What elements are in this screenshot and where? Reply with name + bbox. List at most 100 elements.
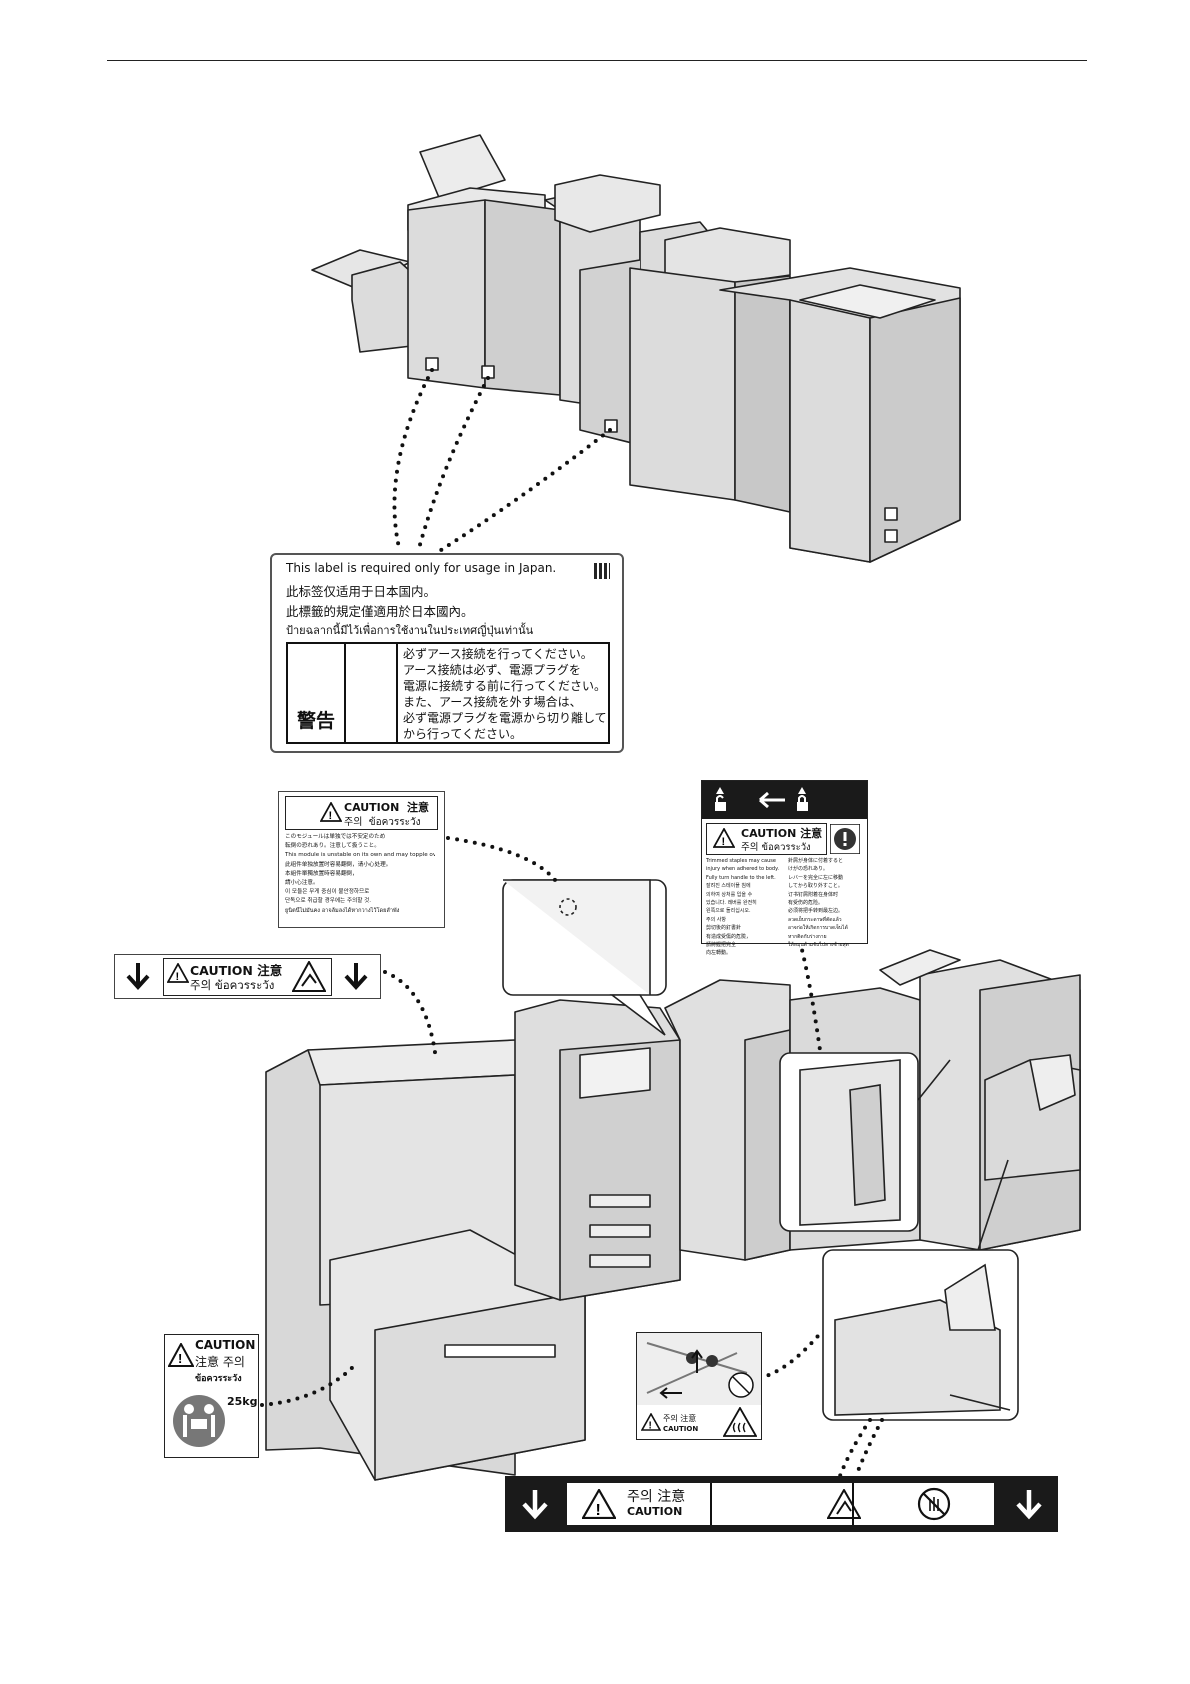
text-line: หากติดกับร่างกาย xyxy=(788,933,827,940)
topple-caution-label: ! CAUTION 注意 주의 ข้อควรระวัง このモジュールは単独では… xyxy=(278,791,445,928)
text-line: 請小心注意。 xyxy=(285,880,319,887)
instruction-line: アース接続は必ず、電源プラグを xyxy=(403,663,581,677)
callout-folder xyxy=(822,1249,1019,1421)
arrow-down-icon xyxy=(126,963,150,990)
caution-panel: ! 주의 注意 CAUTION xyxy=(567,1483,994,1525)
text-line: 订书钉屑附着在身体时 xyxy=(788,891,839,898)
warning-triangle-icon: ! xyxy=(713,828,735,848)
unlock-arrow-lock-icon xyxy=(715,787,808,811)
hot-surface-caution-label: ! 주의 注意 CAUTION xyxy=(636,1332,762,1440)
warning-triangle-icon: ! xyxy=(168,1343,194,1367)
label-text-chinese-traditional: 此標籤的規定僅適用於日本國內。 xyxy=(286,604,474,619)
caution-word: CAUTION xyxy=(344,801,400,814)
caution-word: CAUTION xyxy=(741,827,797,840)
divider xyxy=(852,1483,854,1525)
warning-triangle-icon: ! xyxy=(582,1489,616,1519)
lock-arrow-bar xyxy=(702,781,867,819)
label-text-thai: ป้ายฉลากนี้มีไว้เพื่อการใช้งานในประเทศญี… xyxy=(286,624,534,637)
arrow-down-icon xyxy=(522,1490,548,1520)
arrow-down-icon xyxy=(344,963,368,990)
dotted-leaders xyxy=(260,368,884,1478)
label-text-english: This label is required only for usage in… xyxy=(286,561,557,575)
exclamation-circle-icon xyxy=(830,824,860,854)
korean-caution: 주의 xyxy=(741,842,759,853)
ground-icon-cell xyxy=(346,644,398,742)
pinch-hazard-icon xyxy=(292,961,326,992)
svg-text:!: ! xyxy=(596,1502,601,1519)
text-line: けがの恐れあり。 xyxy=(788,866,828,873)
text-line: してから取り外すこと。 xyxy=(788,883,843,890)
text-line: 請將握把完全 xyxy=(706,942,737,949)
staple-text-column-2: 針屑が身体に付着すると けがの恐れあり。 レバーを完全に左に移動 してから取り外… xyxy=(788,857,864,949)
text-line: ให้หมุนด้ามจับไปทางซ้ายสุด xyxy=(788,942,849,949)
hot-surface-icon xyxy=(723,1407,757,1437)
instruction-line: 必ず電源プラグを電源から切り離して xyxy=(403,711,607,725)
caution-word: CAUTION xyxy=(195,1338,256,1352)
warning-triangle-icon: ! xyxy=(167,963,189,983)
top-printer-system xyxy=(311,134,961,563)
warning-box: 警告 必ずアース接続を行ってください。 アース接続は必ず、電源プラグを 電源に接… xyxy=(286,642,610,744)
thai-caution: ข้อควรระวัง xyxy=(368,817,421,828)
text-line: อาจก่อให้เกิดการบาดเจ็บได้ xyxy=(788,925,848,932)
caution-panel: ! CAUTION 注意 주의 ข้อควรระวัง xyxy=(163,958,332,996)
text-line: 단독으로 취급할 경우에는 주의할 것. xyxy=(285,898,372,905)
korean-kanji-caution: 주의 注意 xyxy=(663,1414,697,1423)
text-line: injury when adhered to body. xyxy=(706,866,779,873)
text-line: 있습니다. 레버를 완전히 xyxy=(706,900,757,907)
text-line: 剪切後的釘書針 xyxy=(706,925,742,932)
text-line: ลวดเย็บกระดาษที่ตัดแล้ว xyxy=(788,916,842,923)
caution-header: ! CAUTION 注意 주의 ข้อควรระวัง xyxy=(285,796,438,830)
svg-text:!: ! xyxy=(649,1421,652,1432)
qr-code-icon xyxy=(594,563,610,579)
staple-text-column-1: Trimmed staples may cause injury when ad… xyxy=(706,857,786,958)
text-line: 잘려진 스테이플 침에 xyxy=(706,883,751,890)
callout-engine-corner xyxy=(502,879,667,1036)
text-line: Fully turn handle to the left. xyxy=(706,874,776,881)
text-line: ยูนิตนี้ไม่มั่นคง อาจล้มลงได้หากวางไว้โด… xyxy=(285,907,400,914)
text-line: 向左轉動。 xyxy=(706,950,732,957)
fuser-diagram-icon xyxy=(637,1333,761,1405)
text-line: 有受伤的危险。 xyxy=(788,900,824,907)
header-rule xyxy=(107,60,1087,61)
arrow-down-icon xyxy=(1016,1490,1042,1520)
text-line: This module is unstable on its own and m… xyxy=(285,852,435,859)
text-line: レバーを完全に左に移動 xyxy=(788,874,844,881)
svg-text:!: ! xyxy=(329,810,333,822)
topple-text: このモジュールは単独では不安定のため 転倒の恐れあり。注意して扱うこと。 Thi… xyxy=(285,833,435,916)
instruction-line: 必ずアース接続を行ってください。 xyxy=(403,647,593,661)
japan-grounding-label: This label is required only for usage in… xyxy=(270,553,624,753)
no-touch-icon xyxy=(917,1487,951,1521)
svg-text:!: ! xyxy=(178,1351,182,1366)
caution-word: CAUTION xyxy=(663,1425,699,1433)
text-line: このモジュールは単独では不安定のため xyxy=(285,834,386,840)
label-text-chinese-simplified: 此标签仅适用于日本国内。 xyxy=(286,584,437,599)
caution-header: ! CAUTION 注意 주의 ข้อควรระวัง xyxy=(706,823,827,855)
callout-staple xyxy=(779,1052,919,1232)
text-line: 転倒の恐れあり。注意して扱うこと。 xyxy=(285,843,380,850)
svg-text:!: ! xyxy=(176,971,180,983)
instruction-line: また、アース接続を外す場合は、 xyxy=(403,695,582,709)
kanji-caution: 注意 xyxy=(407,801,430,814)
warning-instructions: 必ずアース接続を行ってください。 アース接続は必ず、電源プラグを 電源に接続する… xyxy=(403,646,608,742)
text-line: 此组件单独放置时容易翻倒，请小心处理。 xyxy=(285,861,392,868)
korean-kanji-caution: 주의 注意 xyxy=(627,1489,686,1505)
text-line: 必须将把手转到最左边。 xyxy=(788,908,844,915)
text-line: 이 모듈은 무게 중심이 불안정하므로 xyxy=(285,889,370,896)
thai-caution: ข้อควรระวัง xyxy=(195,1374,242,1384)
text-line: Trimmed staples may cause xyxy=(706,858,776,864)
divider xyxy=(710,1483,712,1525)
korean-caution: 주의 xyxy=(344,817,363,828)
two-person-lift-icon xyxy=(173,1395,225,1447)
svg-text:!: ! xyxy=(722,836,726,848)
weight-value: 25kg xyxy=(227,1395,258,1408)
text-line: 針屑が身体に付着すると xyxy=(788,858,844,864)
text-line: 의하여 상처를 입을 수 xyxy=(706,891,753,898)
warning-word: 警告 xyxy=(297,710,336,732)
pinch-caution-label: ! CAUTION 注意 주의 ข้อควรระวัง xyxy=(114,954,381,999)
text-line: 本組件單獨放置時容易翻倒， xyxy=(285,870,358,877)
warning-icon-cell: 警告 xyxy=(288,644,346,742)
thai-caution: ข้อควรระวัง xyxy=(761,842,811,853)
instruction-line: 電源に接続する前に行ってください。 xyxy=(403,679,607,693)
weight-caution-label: ! CAUTION 注意 주의 ข้อควรระวัง 25kg xyxy=(164,1334,259,1458)
text-line: 주의 사항 xyxy=(706,916,726,923)
